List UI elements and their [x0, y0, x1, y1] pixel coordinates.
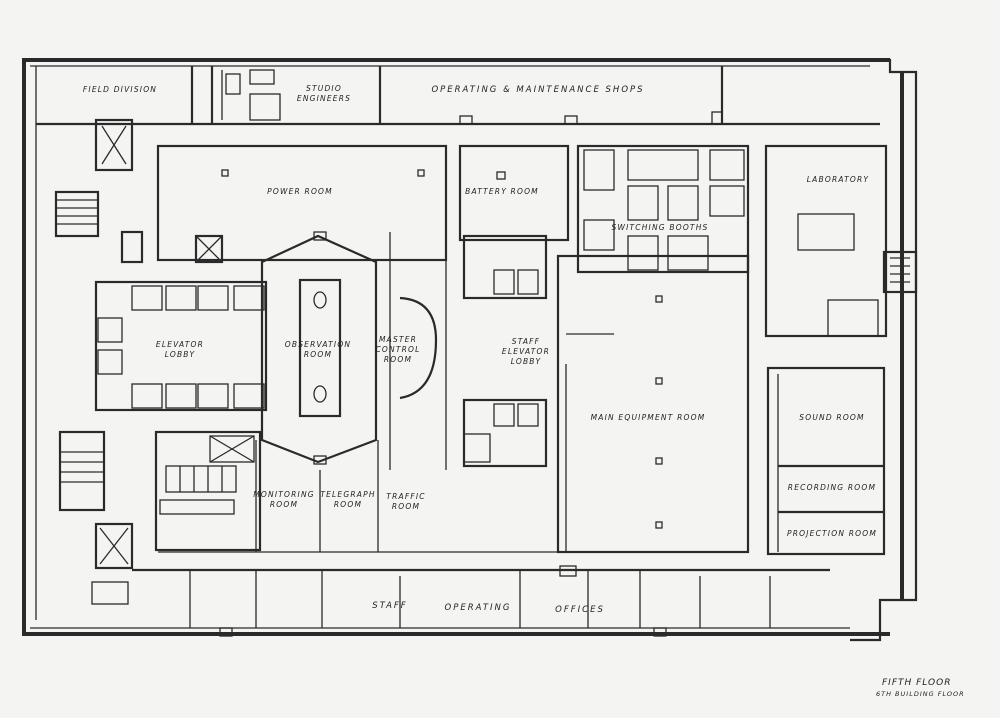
- media-rooms-block: [766, 366, 886, 556]
- elevator-lobby-block: [94, 280, 268, 412]
- battery-room-label: BATTERY ROOM: [465, 187, 539, 196]
- switching-booths-block: [576, 144, 750, 274]
- staff-label: STAFF: [372, 601, 408, 611]
- floor-caption: FIFTH FLOOR: [882, 678, 952, 688]
- master-control-block: [389, 232, 548, 470]
- outer-walls: [22, 58, 918, 642]
- traffic-room-label: TRAFFIC ROOM: [386, 492, 426, 511]
- laboratory-label: LABORATORY: [806, 175, 870, 184]
- offices-label: OFFICES: [555, 605, 605, 615]
- field-division-label: FIELD DIVISION: [82, 85, 158, 94]
- main-equipment-block: [556, 254, 750, 554]
- sound-room-label: SOUND ROOM: [799, 413, 865, 422]
- telegraph-room-label: TELEGRAPH ROOM: [320, 490, 376, 509]
- monitoring-room-label: MONITORING ROOM: [253, 490, 315, 509]
- operating-label: OPERATING: [444, 603, 512, 613]
- projection-room-label: PROJECTION ROOM: [786, 529, 878, 538]
- upper-center-rooms: [156, 144, 570, 264]
- laboratory-block: [764, 144, 918, 338]
- power-room-label: POWER ROOM: [267, 187, 333, 196]
- top-row-rooms: [36, 66, 880, 126]
- elevator-lobby-label: ELEVATOR LOBBY: [155, 340, 205, 359]
- master-control-room-label: MASTER CONTROL ROOM: [375, 335, 421, 364]
- switching-booths-label: SWITCHING BOOTHS: [611, 223, 709, 232]
- staff-elevator-lobby-label: STAFF ELEVATOR LOBBY: [501, 337, 551, 366]
- left-column: [54, 118, 144, 605]
- lower-left-rooms: [154, 430, 379, 552]
- observation-room-label: OBSERVATION ROOM: [284, 340, 352, 359]
- recording-room-label: RECORDING ROOM: [787, 483, 877, 492]
- observation-room-block: [260, 231, 378, 465]
- operating-shops-label: OPERATING & MAINTENANCE SHOPS: [431, 85, 645, 95]
- studio-engineers-label: STUDIO ENGINEERS: [296, 84, 352, 103]
- office-corridor: [132, 551, 830, 637]
- main-equipment-room-label: MAIN EQUIPMENT ROOM: [590, 413, 706, 422]
- building-floor-caption: 6TH BUILDING FLOOR: [876, 690, 965, 698]
